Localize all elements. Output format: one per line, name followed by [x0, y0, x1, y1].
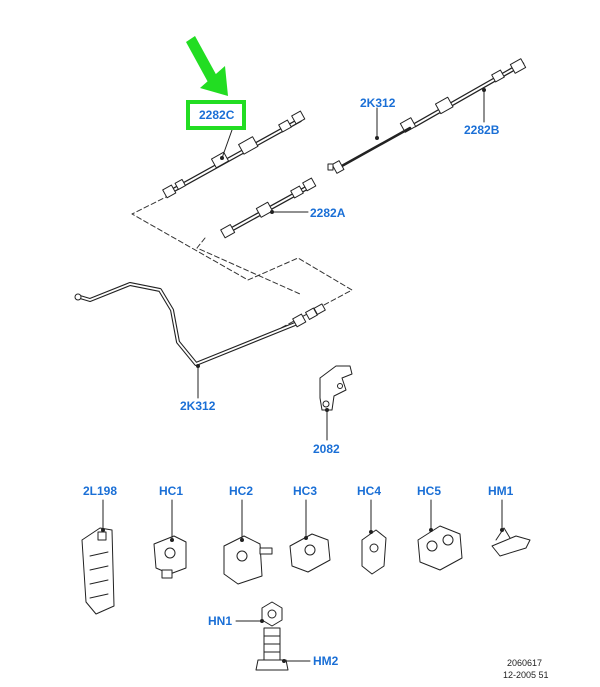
label-hm2[interactable]: HM2	[313, 654, 339, 668]
nut-hn1	[261, 601, 283, 627]
clip-2l198	[81, 527, 115, 615]
label-hc1[interactable]: HC1	[159, 484, 184, 498]
reference-date: 12-2005 51	[503, 670, 549, 680]
tube-2k312-top	[327, 126, 412, 174]
leader-lines	[101, 88, 504, 663]
clip-hc3	[289, 533, 331, 573]
bolt-hm2	[255, 627, 289, 671]
label-hc2[interactable]: HC2	[229, 484, 254, 498]
bracket-2082	[319, 365, 353, 411]
label-2k312-top[interactable]: 2K312	[360, 96, 396, 110]
tube-2k312-bottom	[74, 282, 326, 366]
label-2l198[interactable]: 2L198	[83, 484, 118, 498]
label-2k312-bottom[interactable]: 2K312	[180, 399, 216, 413]
clip-hc4	[361, 529, 387, 575]
hose-2282a	[220, 177, 317, 239]
reference-code: 2060617	[507, 658, 543, 668]
label-hc4[interactable]: HC4	[357, 484, 382, 498]
clip-hc2	[223, 535, 273, 585]
label-hc3[interactable]: HC3	[293, 484, 318, 498]
label-hm1[interactable]: HM1	[488, 484, 514, 498]
hose-2282b	[399, 58, 527, 133]
highlight-box	[186, 100, 246, 130]
label-2282b[interactable]: 2282B	[464, 123, 500, 137]
dashed-assembly-outline	[131, 194, 353, 337]
label-2282a[interactable]: 2282A	[310, 206, 346, 220]
label-hn1[interactable]: HN1	[208, 614, 233, 628]
label-2282c[interactable]: 2282C	[199, 108, 235, 122]
clip-hc1	[153, 535, 187, 579]
clip-hm1	[491, 527, 531, 557]
label-hc5[interactable]: HC5	[417, 484, 442, 498]
clip-hc5	[417, 525, 463, 571]
highlight-arrow-icon	[186, 36, 228, 96]
label-2082[interactable]: 2082	[313, 442, 340, 456]
hose-2282c	[162, 110, 306, 199]
